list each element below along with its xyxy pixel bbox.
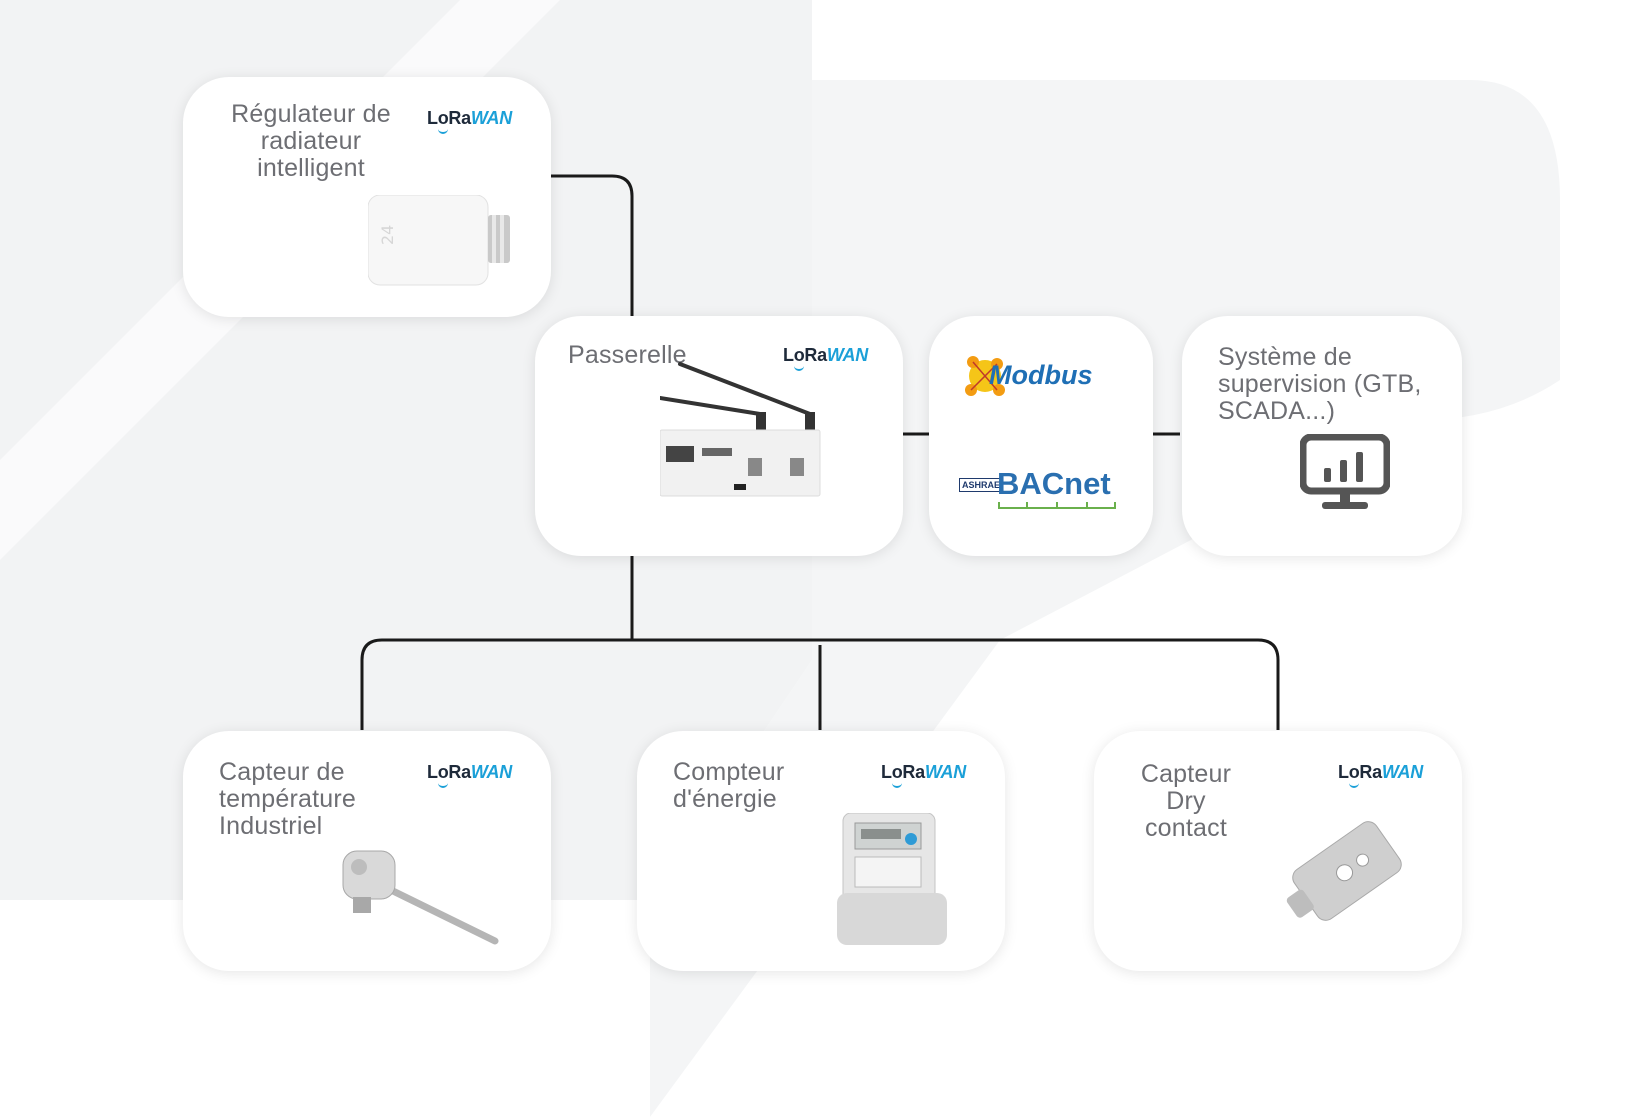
lorawan-badge: LoRaWAN (881, 763, 966, 788)
lorawan-badge: LoRaWAN (1338, 763, 1423, 788)
ashrae-label: ASHRAE (959, 478, 1004, 492)
card-capteur-dry[interactable]: Capteur Dry contact LoRaWAN (1094, 731, 1462, 971)
modbus-label: Modbus (989, 360, 1093, 390)
industrial-temperature-probe-icon (342, 850, 499, 945)
regulateur-title: Régulateur de radiateur intelligent (231, 100, 391, 182)
supervision-title: Système de supervision (GTB, SCADA...) (1218, 343, 1422, 425)
lorawan-badge: LoRaWAN (783, 346, 868, 371)
energy-meter-icon (837, 813, 947, 945)
connector-bus (360, 638, 1280, 730)
card-protocols[interactable]: Modbus ASHRAE BACnet (929, 316, 1153, 556)
passerelle-title: Passerelle (568, 341, 687, 369)
smart-radiator-valve-icon: 24 (368, 195, 510, 286)
card-regulateur[interactable]: Régulateur de radiateur intelligent LoRa… (183, 77, 551, 317)
bacnet-logo-icon (998, 502, 1116, 509)
card-compteur[interactable]: Compteur d'énergie LoRaWAN (637, 731, 1005, 971)
card-capteur-temperature[interactable]: Capteur de température Industriel LoRaWA… (183, 731, 551, 971)
lorawan-badge: LoRaWAN (427, 763, 512, 788)
bacnet-label: BACnet (997, 466, 1111, 501)
capteur-temperature-title: Capteur de température Industriel (219, 758, 356, 840)
lorawan-gateway-icon (660, 362, 821, 497)
card-supervision[interactable]: Système de supervision (GTB, SCADA...) (1182, 316, 1462, 556)
dry-contact-sensor-icon (1286, 821, 1402, 921)
connector-regulateur-passerelle (548, 174, 634, 316)
capteur-dry-title: Capteur Dry contact (1140, 760, 1232, 842)
modbus-logo-icon (965, 356, 1005, 396)
lorawan-badge: LoRaWAN (427, 109, 512, 134)
monitor-chart-icon (1300, 434, 1390, 509)
card-passerelle[interactable]: Passerelle LoRaWAN (535, 316, 903, 556)
svg-text:24: 24 (378, 225, 397, 245)
compteur-title: Compteur d'énergie (673, 758, 785, 813)
